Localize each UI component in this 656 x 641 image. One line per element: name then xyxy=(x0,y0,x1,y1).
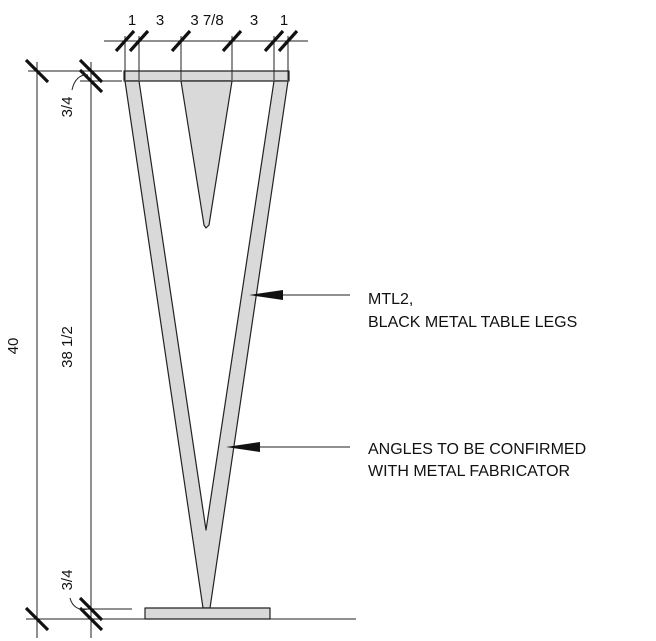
top-plate-dim-leader xyxy=(71,74,89,91)
dimension-tick xyxy=(78,68,104,94)
bottom-plate-dim-leader xyxy=(69,597,89,610)
callout-angles: ANGLES TO BE CONFIRMED WITH METAL FABRIC… xyxy=(226,441,586,480)
top-dim-2: 3 xyxy=(156,12,164,29)
bottom-plate xyxy=(144,607,271,620)
angles-note-line2: WITH METAL FABRICATOR xyxy=(368,463,570,480)
dimension-tick xyxy=(263,29,285,53)
callout-material: MTL2, BLACK METAL TABLE LEGS xyxy=(249,290,577,331)
arrowhead-icon xyxy=(249,290,283,300)
dimension-tick xyxy=(221,29,243,53)
bottom-plate-thickness-label: 3/4 xyxy=(59,570,76,591)
dimension-tick xyxy=(78,606,104,632)
dimension-tick xyxy=(24,606,50,632)
center-gusset xyxy=(180,80,233,229)
dimension-tick xyxy=(277,29,299,53)
material-note-line1: MTL2, xyxy=(368,291,413,308)
top-dimension-string: 1 3 3 7/8 3 1 xyxy=(104,12,308,80)
top-dim-1: 1 xyxy=(128,12,136,29)
dimension-tick xyxy=(114,29,136,53)
top-dim-4: 3 xyxy=(250,12,258,29)
table-leg xyxy=(26,70,356,620)
dimension-tick xyxy=(128,29,150,53)
arrowhead-icon xyxy=(226,442,260,452)
material-note-line2: BLACK METAL TABLE LEGS xyxy=(368,314,577,331)
vertical-dimension-strings: 40 3/4 38 1/2 3/4 xyxy=(5,58,132,638)
dimension-tick xyxy=(24,58,50,84)
angles-note-line1: ANGLES TO BE CONFIRMED xyxy=(368,441,586,458)
dimension-tick xyxy=(78,596,104,622)
top-plate-thickness-label: 3/4 xyxy=(59,97,76,118)
overall-height-label: 40 xyxy=(5,338,22,355)
dimension-tick xyxy=(78,58,104,84)
top-dim-5: 1 xyxy=(280,12,288,29)
top-dim-3: 3 7/8 xyxy=(190,12,223,29)
leg-height-label: 38 1/2 xyxy=(59,326,76,368)
dimension-tick xyxy=(170,29,192,53)
top-plate xyxy=(123,70,290,82)
